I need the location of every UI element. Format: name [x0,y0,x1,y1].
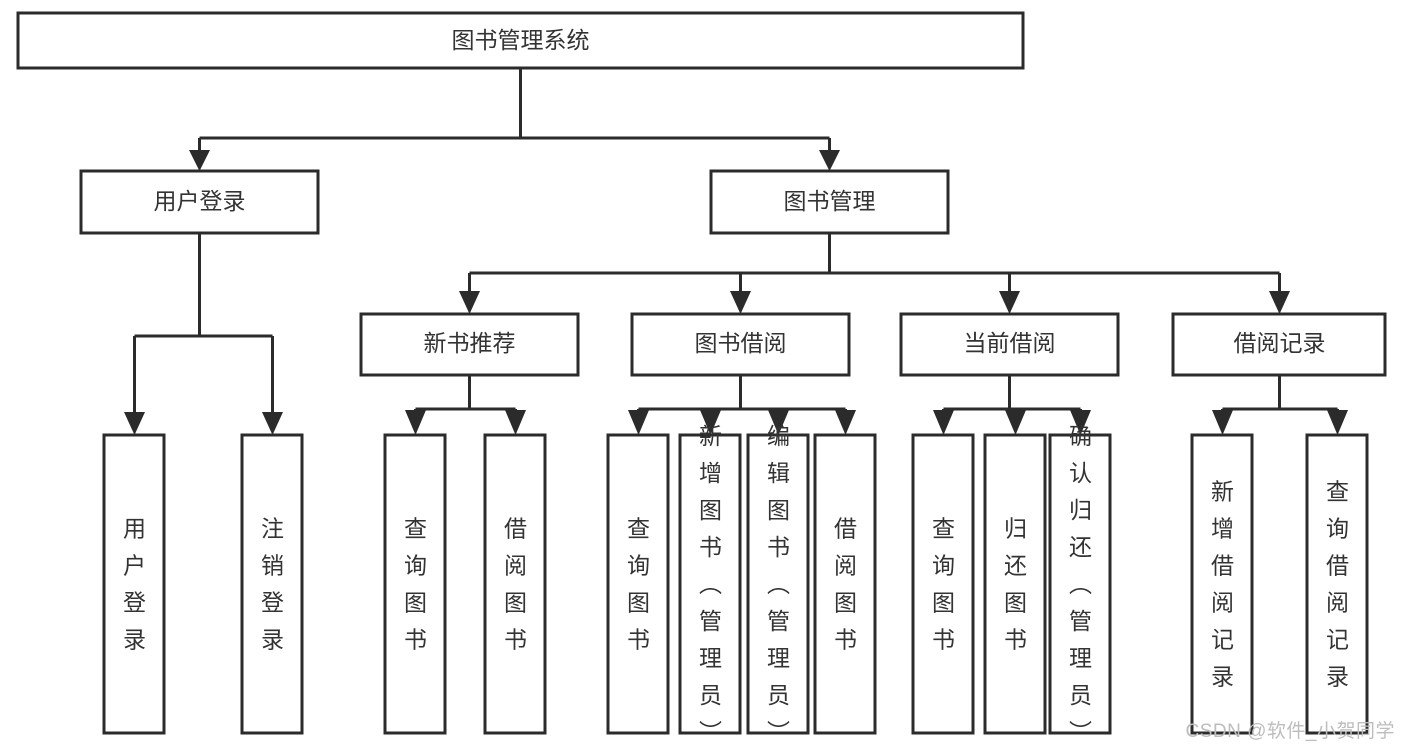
node-borrow-record-box[interactable] [1171,312,1387,377]
node-leaf-edit-book-admin-label: 编辑图书︵管理员︶ [767,423,790,745]
node-leaf-edit-book-admin[interactable]: 编辑图书︵管理员︶ [746,423,810,745]
node-leaf-query-book-recommend-box[interactable] [383,433,447,735]
node-leaf-query-book-recommend[interactable]: 查询图书 [383,433,447,735]
node-book-manage[interactable]: 图书管理 [709,169,950,235]
node-leaf-borrow-book[interactable]: 借阅图书 [813,433,877,735]
connector-layer [124,68,1348,435]
node-layer: 图书管理系统 用户登录 图书管理 新书推荐 图书借阅 [16,11,1387,745]
node-leaf-add-book-admin-label: 新增图书︵管理员︶ [699,423,722,745]
node-leaf-borrow-book-box[interactable] [813,433,877,735]
node-book-borrow[interactable]: 图书借阅 [630,312,851,377]
arrow-head-leaf-add-borrow-record [1212,410,1233,435]
arrow-head-leaf-query-borrow-record [1327,410,1348,435]
node-leaf-user-login-label: 用户登录 [123,516,146,653]
node-new-book-recommend[interactable]: 新书推荐 [359,312,580,377]
node-leaf-query-book-recommend-label: 查询图书 [404,516,427,653]
node-leaf-borrow-book-recommend[interactable]: 借阅图书 [483,433,547,735]
node-leaf-confirm-return-admin[interactable]: 确认归还︵管理员︶ [1048,423,1112,745]
node-leaf-return-book[interactable]: 归还图书 [983,433,1047,735]
node-leaf-edit-book-admin-box[interactable] [746,433,810,735]
node-leaf-return-book-box[interactable] [983,433,1047,735]
arrow-head-leaf-query-book-current [933,410,954,435]
node-current-borrow[interactable]: 当前借阅 [899,312,1120,377]
node-leaf-query-book-borrow-label: 查询图书 [627,516,650,653]
node-leaf-add-borrow-record[interactable]: 新增借阅记录 [1190,433,1254,735]
node-leaf-logout[interactable]: 注销登录 [240,433,304,735]
node-leaf-user-login[interactable]: 用户登录 [102,433,166,735]
arrow-head-leaf-borrow-book-recommend [505,410,526,435]
node-leaf-borrow-book-recommend-label: 借阅图书 [504,516,527,653]
node-book-manage-box[interactable] [709,169,950,235]
node-leaf-borrow-book-label: 借阅图书 [834,516,857,653]
node-leaf-logout-box[interactable] [240,433,304,735]
arrow-head-user-login [189,150,210,171]
node-root-label: 图书管理系统 [452,27,590,53]
node-book-manage-label: 图书管理 [784,188,876,214]
node-current-borrow-label: 当前借阅 [964,330,1056,356]
node-user-login[interactable]: 用户登录 [79,169,320,235]
arrow-head-leaf-borrow-book [835,410,856,435]
arrow-head-current-borrow [999,291,1020,314]
node-leaf-add-borrow-record-box[interactable] [1190,433,1254,735]
node-leaf-query-book-current-box[interactable] [911,433,975,735]
node-leaf-query-borrow-record-box[interactable] [1305,433,1369,735]
node-leaf-confirm-return-admin-label: 确认归还︵管理员︶ [1069,423,1092,745]
node-leaf-user-login-box[interactable] [102,433,166,735]
node-borrow-record-label: 借阅记录 [1234,330,1326,356]
node-leaf-query-borrow-record-label: 查询借阅记录 [1326,479,1349,690]
node-leaf-return-book-label: 归还图书 [1004,516,1027,653]
node-leaf-add-book-admin[interactable]: 新增图书︵管理员︶ [678,423,742,745]
node-current-borrow-box[interactable] [899,312,1120,377]
arrow-head-borrow-record [1269,291,1290,314]
node-book-borrow-label: 图书借阅 [695,330,787,356]
node-leaf-logout-label: 注销登录 [261,516,284,653]
node-leaf-query-borrow-record[interactable]: 查询借阅记录 [1305,433,1369,735]
arrow-head-leaf-add-book-admin [700,410,721,435]
node-new-book-recommend-box[interactable] [359,312,580,377]
node-user-login-label: 用户登录 [154,188,246,214]
node-new-book-recommend-label: 新书推荐 [424,330,516,356]
watermark-text: CSDN @软件_小贺同学 [1185,721,1395,742]
node-root-box[interactable] [16,11,1025,70]
arrow-head-leaf-query-book-borrow [628,410,649,435]
arrow-head-leaf-logout [262,412,283,435]
node-leaf-query-book-current-label: 查询图书 [932,516,955,653]
arrow-head-new-book-recommend [459,291,480,314]
node-root[interactable]: 图书管理系统 [16,11,1025,70]
node-leaf-query-book-borrow-box[interactable] [606,433,670,735]
arrow-head-leaf-query-book-recommend [405,410,426,435]
node-book-borrow-box[interactable] [630,312,851,377]
arrow-head-leaf-edit-book-admin [768,410,789,435]
arrow-head-book-borrow [730,291,751,314]
node-leaf-borrow-book-recommend-box[interactable] [483,433,547,735]
node-leaf-add-book-admin-box[interactable] [678,433,742,735]
arrow-head-leaf-user-login [124,412,145,435]
node-borrow-record[interactable]: 借阅记录 [1171,312,1387,377]
node-leaf-query-book-borrow[interactable]: 查询图书 [606,433,670,735]
arrow-head-leaf-return-book [1005,410,1026,435]
arrow-head-leaf-confirm-return-admin [1070,410,1091,435]
node-leaf-confirm-return-admin-box[interactable] [1048,433,1112,735]
node-leaf-query-book-current[interactable]: 查询图书 [911,433,975,735]
node-user-login-box[interactable] [79,169,320,235]
arrow-head-book-manage [819,150,840,171]
node-leaf-add-borrow-record-label: 新增借阅记录 [1211,479,1234,690]
